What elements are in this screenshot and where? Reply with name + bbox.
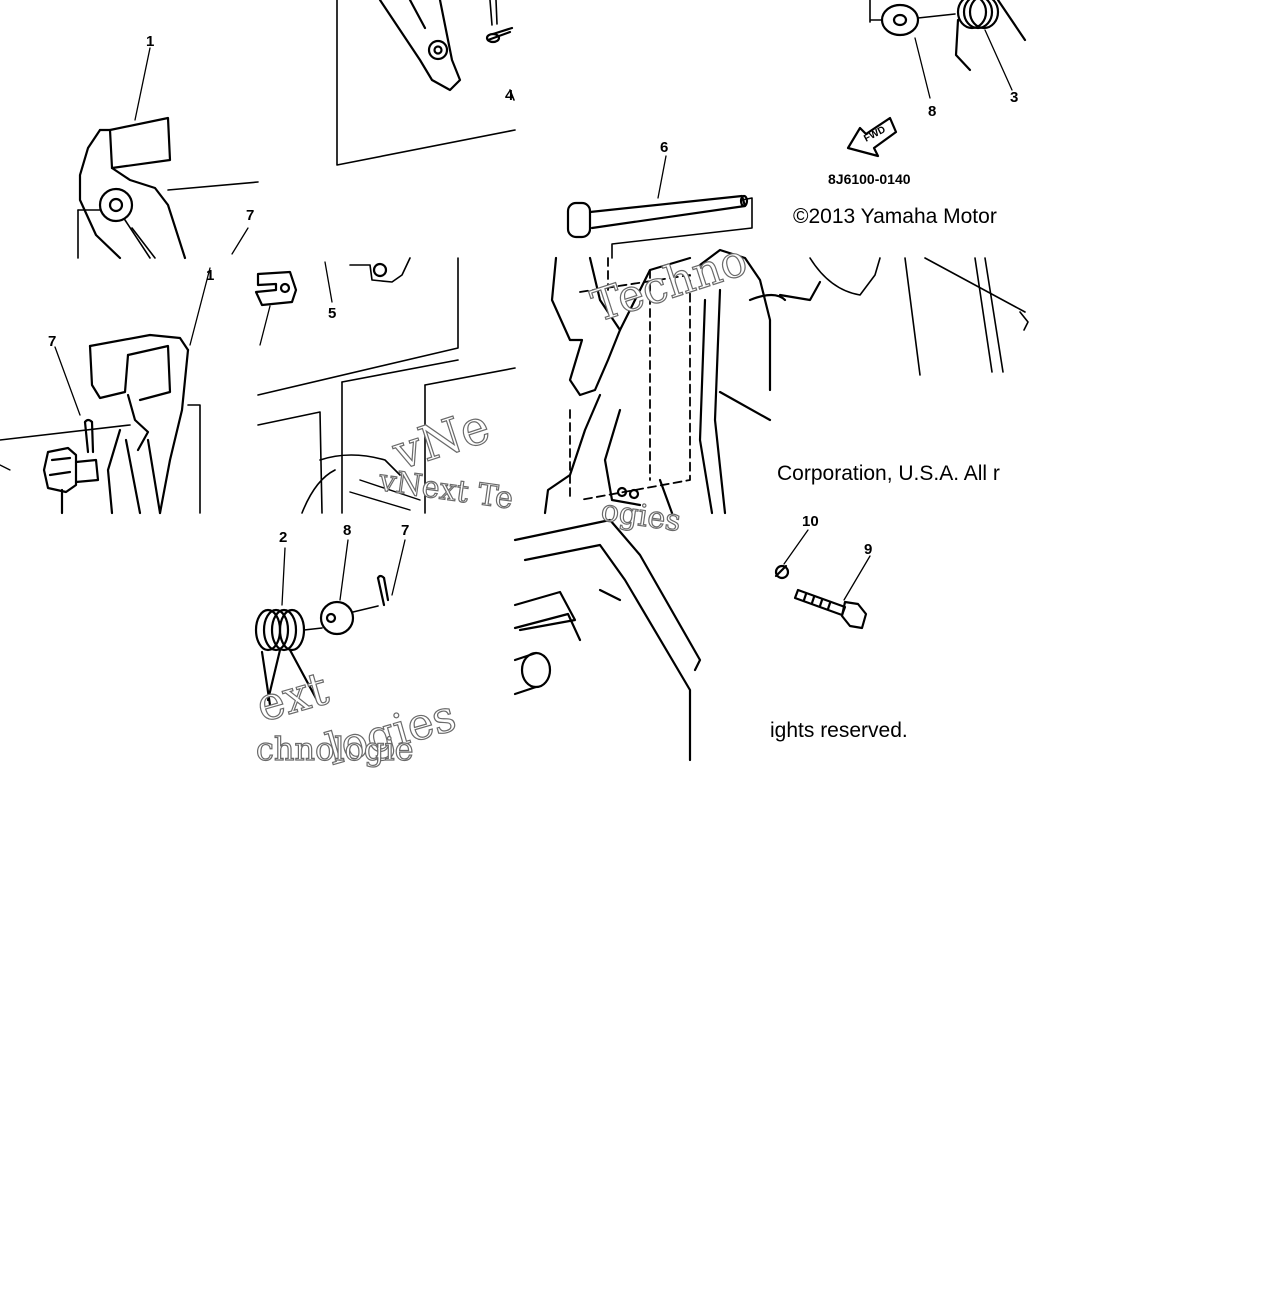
lock-washer [774, 564, 790, 580]
hex-bolt [793, 588, 868, 630]
watermark-f: chnologie [256, 730, 414, 768]
axis-line-top [167, 181, 259, 191]
copyright-line-2: Corporation, U.S.A. All r [777, 462, 1000, 485]
washer-lower [319, 600, 355, 636]
callout-4-top: 4 [505, 87, 514, 104]
bracket-arm [378, 0, 462, 92]
callouts: 1 7 4 8 3 6 1 7 5 2 8 7 10 9 [48, 33, 1018, 558]
spring-top-right [954, 0, 1027, 72]
watermark-d: ext [250, 661, 334, 733]
cotter-pin-lower [376, 574, 390, 607]
callout-1-top: 1 [146, 33, 154, 50]
cotter-pin-lower-left [83, 418, 95, 454]
callout-8-lower: 8 [343, 522, 351, 539]
pin-top-middle [485, 26, 514, 44]
callout-1-lower: 1 [206, 267, 214, 284]
lower-frame [513, 518, 702, 762]
callout-6: 6 [660, 139, 668, 156]
callout-7-left: 7 [48, 333, 56, 350]
copyright-line-1: ©2013 Yamaha Motor [793, 205, 997, 228]
clevis-clip [254, 270, 298, 307]
clevis-lower-left [42, 446, 100, 515]
cotter-pin-top [489, 0, 498, 26]
part-code: 8J6100-0140 [828, 171, 911, 187]
callout-8-top: 8 [928, 103, 936, 120]
clevis-pin [566, 194, 749, 239]
copyright-line-3: ights reserved. [770, 719, 908, 742]
callout-5: 5 [328, 305, 336, 322]
callout-2: 2 [279, 529, 287, 546]
fwd-arrow-icon [846, 116, 898, 158]
lever-arm-lower [88, 333, 190, 515]
callout-7-top: 7 [246, 207, 254, 224]
callout-7-lower: 7 [401, 522, 409, 539]
lever-arm-top [78, 116, 187, 260]
frame-plate [698, 248, 822, 515]
callout-3: 3 [1010, 89, 1018, 106]
callout-9: 9 [864, 541, 872, 558]
callout-10: 10 [802, 513, 819, 530]
